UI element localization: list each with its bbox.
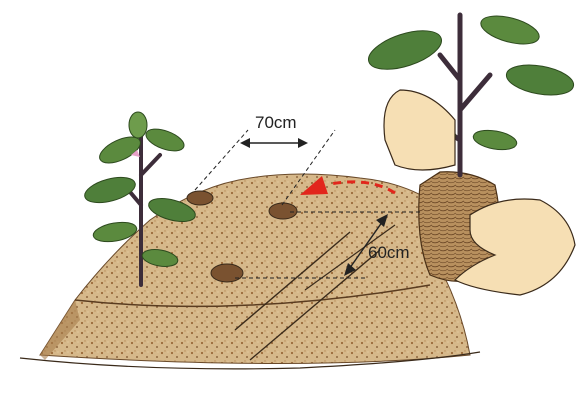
- soil-ridge: [20, 174, 480, 369]
- planting-hole-1: [187, 191, 213, 205]
- plant-spacing-label: 60cm: [368, 243, 410, 262]
- planting-hole-3: [211, 264, 243, 282]
- planting-hole-2: [269, 203, 297, 219]
- row-spacing-label: 70cm: [255, 113, 297, 132]
